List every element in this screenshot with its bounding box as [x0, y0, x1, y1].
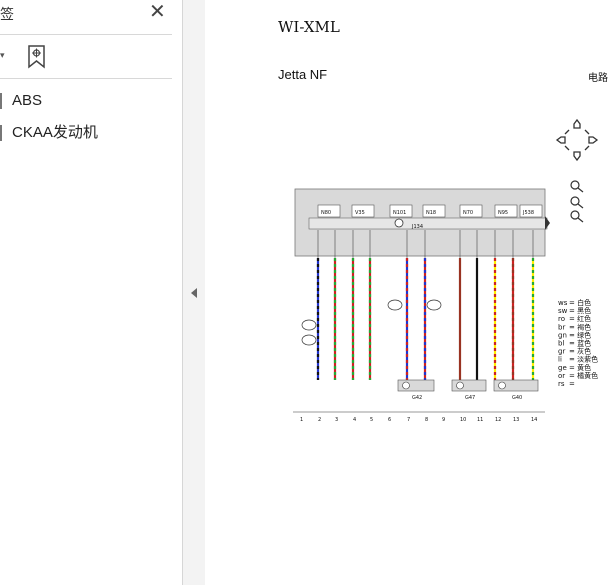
close-icon[interactable]: ✕ [149, 1, 166, 23]
legend-label: = 灰色 [569, 347, 591, 356]
ground-group: G42 G47 G40 [397, 379, 539, 401]
legend-code: rs [558, 380, 565, 388]
legend-code: gn [558, 331, 567, 339]
wire-group [301, 230, 535, 380]
bottom-number: 3 [335, 417, 338, 423]
legend-code: br [558, 323, 565, 331]
legend-code: ws [558, 299, 568, 307]
legend-code: or [558, 372, 565, 380]
bottom-number: 9 [442, 417, 445, 423]
legend-label: = 橘黄色 [569, 371, 598, 380]
component-box [451, 379, 487, 392]
document-page: WI-XML Jetta NF 电路 N80 V35 N101 N18 N70 N95 J5… [205, 0, 608, 585]
bookmark-marker-icon [0, 93, 2, 110]
bookmark-sidebar: 签 ✕ ▾ ABS CKAA发动机 [0, 0, 183, 585]
ground-label: G40 [512, 395, 522, 401]
unit-label: J134 [411, 224, 423, 230]
document-header-right: 电路 [588, 73, 608, 84]
component-box [397, 379, 435, 392]
bookmark-icon[interactable] [26, 44, 48, 70]
connector-box [317, 204, 341, 218]
connector-label: N80 [321, 210, 331, 216]
bottom-number: 12 [495, 417, 501, 423]
connector-box [389, 204, 413, 218]
legend-label: = 褐色 [569, 322, 591, 331]
legend-code: sw [558, 307, 568, 315]
divider [0, 78, 172, 79]
splice-node [301, 319, 317, 331]
collapse-arrow-icon[interactable] [191, 288, 197, 298]
component-symbol [456, 381, 464, 390]
sidebar-title: 签 [0, 6, 14, 22]
bottom-number: 10 [460, 417, 466, 423]
sidebar-collapse-gutter[interactable] [183, 0, 205, 585]
connector-label: N18 [426, 210, 436, 216]
splice-node [426, 299, 442, 311]
legend-label: = 淡紫色 [569, 355, 598, 364]
bottom-number: 4 [353, 417, 356, 423]
bottom-number: 6 [388, 417, 391, 423]
bottom-number: 2 [318, 417, 321, 423]
connector-label: N95 [498, 210, 508, 216]
sidebar-item-abs[interactable]: ABS [0, 91, 42, 111]
bottom-number: 8 [425, 417, 428, 423]
sidebar-item-ckaa-engine[interactable]: CKAA发动机 [0, 123, 98, 143]
legend-code: ro [558, 315, 565, 323]
legend-label: = 蓝色 [569, 339, 591, 348]
connector-box [459, 204, 483, 218]
splice-node [387, 299, 403, 311]
bottom-number: 1 [300, 417, 303, 423]
connector-box [351, 204, 375, 218]
document-subtitle: Jetta NF [278, 67, 328, 82]
legend-label: = 红色 [569, 314, 591, 323]
legend-label: = 黑色 [569, 306, 591, 315]
component-symbol [498, 381, 506, 390]
pan-arrows-icon[interactable] [555, 118, 599, 162]
legend-code: li [558, 356, 562, 364]
connector-box [422, 204, 446, 218]
connector-box [494, 204, 518, 218]
legend-label: = [569, 380, 575, 388]
legend-code: ge [558, 364, 567, 372]
connector-label: N70 [463, 210, 473, 216]
divider [0, 34, 172, 35]
ground-label: G42 [412, 395, 422, 401]
legend-code: bl [558, 340, 564, 348]
connector-label: J538 [522, 210, 534, 216]
connector-box [519, 204, 543, 218]
chevron-down-icon[interactable]: ▾ [0, 50, 5, 60]
bookmark-marker-icon [0, 125, 2, 142]
sidebar-item-label: CKAA发动机 [12, 124, 98, 141]
document-title: WI-XML [278, 18, 340, 36]
sidebar-item-label: ABS [12, 92, 43, 109]
zoom-icons[interactable] [570, 180, 584, 223]
component-box [493, 379, 539, 392]
component-symbol [402, 381, 410, 390]
connector-label: N101 [393, 210, 406, 216]
bottom-number: 13 [513, 417, 519, 423]
legend-code: gr [558, 348, 565, 356]
legend-label: = 白色 [569, 298, 591, 307]
ground-label: G47 [465, 395, 475, 401]
bottom-number: 7 [407, 417, 410, 423]
bottom-number: 5 [370, 417, 373, 423]
legend-label: = 绿色 [569, 330, 591, 339]
bottom-number: 14 [531, 417, 537, 423]
legend-label: = 黄色 [569, 363, 591, 372]
splice-node [301, 334, 317, 346]
connector-label: V35 [355, 210, 365, 216]
bottom-number: 11 [477, 417, 483, 423]
